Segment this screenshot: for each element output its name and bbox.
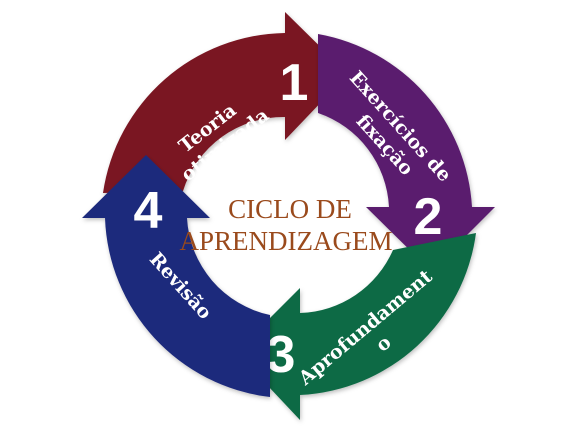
step-2-number: 2 — [414, 188, 443, 246]
cycle-arrow-3 — [236, 233, 476, 420]
cycle-step-3: Aprofundament o 3 — [236, 233, 476, 420]
center-title-line-2: APRENDIZAGEM — [180, 226, 393, 256]
step-1-number: 1 — [280, 54, 309, 112]
center-title-line-1: CICLO DE — [228, 194, 352, 224]
cycle-arrow-2 — [318, 34, 495, 271]
cycle-step-1: Teoria otimizada 1 — [103, 12, 348, 193]
cycle-step-4: Revisão 4 — [82, 155, 270, 397]
cycle-arrow-1 — [103, 12, 348, 193]
step-3-number: 3 — [267, 326, 296, 384]
cycle-arrow-4 — [82, 155, 270, 397]
step-4-number: 4 — [134, 182, 163, 240]
